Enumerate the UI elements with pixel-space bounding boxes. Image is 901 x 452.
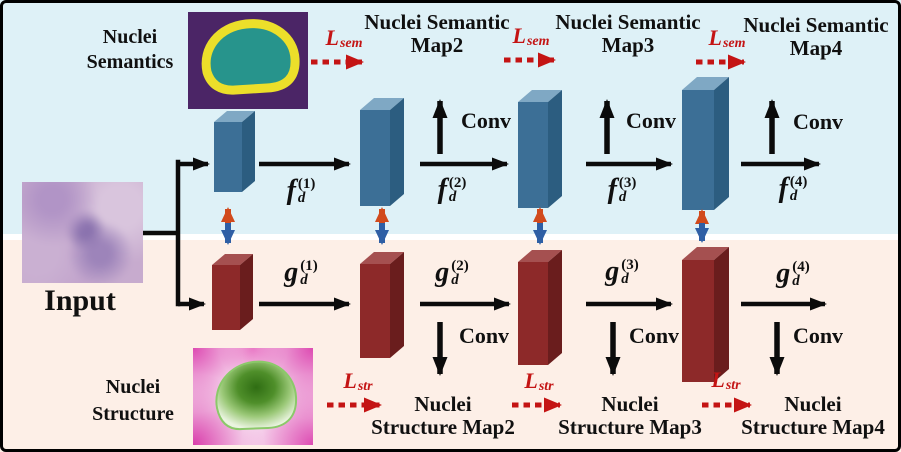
conv-label-bottom-3: Conv xyxy=(792,323,844,348)
loss-str-label-2: L str xyxy=(524,368,554,395)
loss-str-label-3: L str xyxy=(711,367,741,394)
g2-base: g xyxy=(435,257,450,288)
f3-base: f xyxy=(607,174,617,205)
g2-sub: d xyxy=(451,272,459,288)
input-image-texture xyxy=(22,182,143,283)
conv-label-bottom-2: Conv xyxy=(628,323,680,348)
semantic-feature-block-1 xyxy=(214,111,255,192)
semantic-feature-label-2: f (2)d xyxy=(437,174,467,205)
loss-sem-sub: sem xyxy=(339,36,363,51)
structure-feature-block-2 xyxy=(360,252,404,358)
nuclei-semantics-image xyxy=(188,12,308,109)
g1-base: g xyxy=(284,257,299,288)
structure-map2-line2: Structure Map2 xyxy=(371,415,515,439)
loss-str-letter: L xyxy=(343,368,357,393)
g1-sup: (1) xyxy=(300,258,318,274)
semantic-map4-line1: Nuclei Semantic xyxy=(743,13,889,37)
semantic-feature-label-4: f (4)d xyxy=(778,173,808,204)
f2-base: f xyxy=(437,174,447,205)
nuclei-structure-image xyxy=(193,348,313,445)
loss-str-sub: str xyxy=(357,379,373,394)
input-image xyxy=(22,182,143,283)
structure-feature-label-3: g (3)d xyxy=(605,256,639,287)
g4-base: g xyxy=(776,258,791,289)
loss-str-letter: L xyxy=(711,367,725,392)
nuclei-structure-label-line1: Nuclei xyxy=(105,376,161,398)
f1-sup: (1) xyxy=(297,176,316,192)
g1-sub: d xyxy=(300,272,308,288)
semantic-feature-block-2 xyxy=(360,98,404,206)
f2-sup: (2) xyxy=(448,175,467,191)
semantic-map2-title: Nuclei Semantic Map2 xyxy=(364,11,509,57)
semantic-map3-line2: Map3 xyxy=(601,33,655,57)
g4-sup: (4) xyxy=(792,259,810,275)
structure-map3-line1: Nuclei xyxy=(601,392,659,416)
structure-map2-line1: Nuclei xyxy=(414,392,472,416)
g3-base: g xyxy=(605,256,620,287)
semantic-mask-blob xyxy=(201,19,300,95)
semantic-map4-line2: Map4 xyxy=(789,36,843,60)
loss-str-letter: L xyxy=(524,368,538,393)
nuclei-structure-label-line2: Structure xyxy=(92,403,174,425)
f4-base: f xyxy=(778,173,788,204)
f4-sup: (4) xyxy=(789,174,808,190)
g4-sub: d xyxy=(792,273,800,289)
structure-map3-title: Nuclei Structure Map3 xyxy=(558,393,702,439)
semantic-map3-title: Nuclei Semantic Map3 xyxy=(555,11,700,57)
loss-sem-label-3: L sem xyxy=(708,25,746,52)
loss-str-sub: str xyxy=(538,379,554,394)
loss-sem-sub: sem xyxy=(722,36,746,51)
f2-sub: d xyxy=(448,189,457,205)
loss-sem-letter: L xyxy=(325,25,339,50)
semantic-map2-line2: Map2 xyxy=(410,33,464,57)
f4-sub: d xyxy=(789,188,798,204)
semantic-map4-title: Nuclei Semantic Map4 xyxy=(743,14,888,60)
structure-map4-line2: Structure Map4 xyxy=(741,415,885,439)
loss-sem-letter: L xyxy=(512,23,526,48)
structure-feature-block-1 xyxy=(212,254,253,330)
structure-heatmap-blob xyxy=(215,360,298,431)
semantic-feature-block-3 xyxy=(518,90,562,208)
nuclei-semantics-label: Nuclei Semantics xyxy=(87,25,174,75)
conv-label-top-3: Conv xyxy=(792,109,844,134)
g2-sup: (2) xyxy=(451,258,469,274)
semantic-map2-line1: Nuclei Semantic xyxy=(364,10,510,34)
structure-feature-block-4 xyxy=(682,247,729,382)
loss-str-sub: str xyxy=(725,378,741,393)
semantic-map3-line1: Nuclei Semantic xyxy=(555,10,701,34)
structure-map4-title: Nuclei Structure Map4 xyxy=(741,393,885,439)
loss-sem-sub: sem xyxy=(526,34,550,49)
nuclei-semantics-label-line2: Semantics xyxy=(86,51,174,73)
input-label: Input xyxy=(44,284,116,317)
structure-feature-label-2: g (2)d xyxy=(435,257,469,288)
g3-sup: (3) xyxy=(621,257,639,273)
loss-sem-label-1: L sem xyxy=(325,25,363,52)
structure-map4-line1: Nuclei xyxy=(784,392,842,416)
semantic-feature-block-4 xyxy=(682,77,729,210)
structure-map3-line2: Structure Map3 xyxy=(558,415,702,439)
conv-label-top-2: Conv xyxy=(625,108,677,133)
f3-sup: (3) xyxy=(618,175,637,191)
loss-sem-letter: L xyxy=(708,25,722,50)
structure-feature-label-1: g (1)d xyxy=(284,257,318,288)
f1-base: f xyxy=(286,175,296,206)
loss-str-label-1: L str xyxy=(343,368,373,395)
conv-label-top-1: Conv xyxy=(460,108,512,133)
f1-sub: d xyxy=(297,190,306,206)
structure-map2-title: Nuclei Structure Map2 xyxy=(371,393,515,439)
conv-label-bottom-1: Conv xyxy=(458,323,510,348)
semantic-feature-label-3: f (3)d xyxy=(607,174,637,205)
input-branch-line xyxy=(140,159,181,307)
loss-sem-label-2: L sem xyxy=(512,23,550,50)
nuclei-semantics-label-line1: Nuclei xyxy=(102,26,158,48)
structure-feature-block-3 xyxy=(518,250,562,365)
nuclei-structure-label: Nuclei Structure xyxy=(92,374,174,428)
semantic-feature-label-1: f (1)d xyxy=(286,175,316,206)
f3-sub: d xyxy=(618,189,627,205)
structure-feature-label-4: g (4)d xyxy=(776,258,810,289)
g3-sub: d xyxy=(621,271,629,287)
